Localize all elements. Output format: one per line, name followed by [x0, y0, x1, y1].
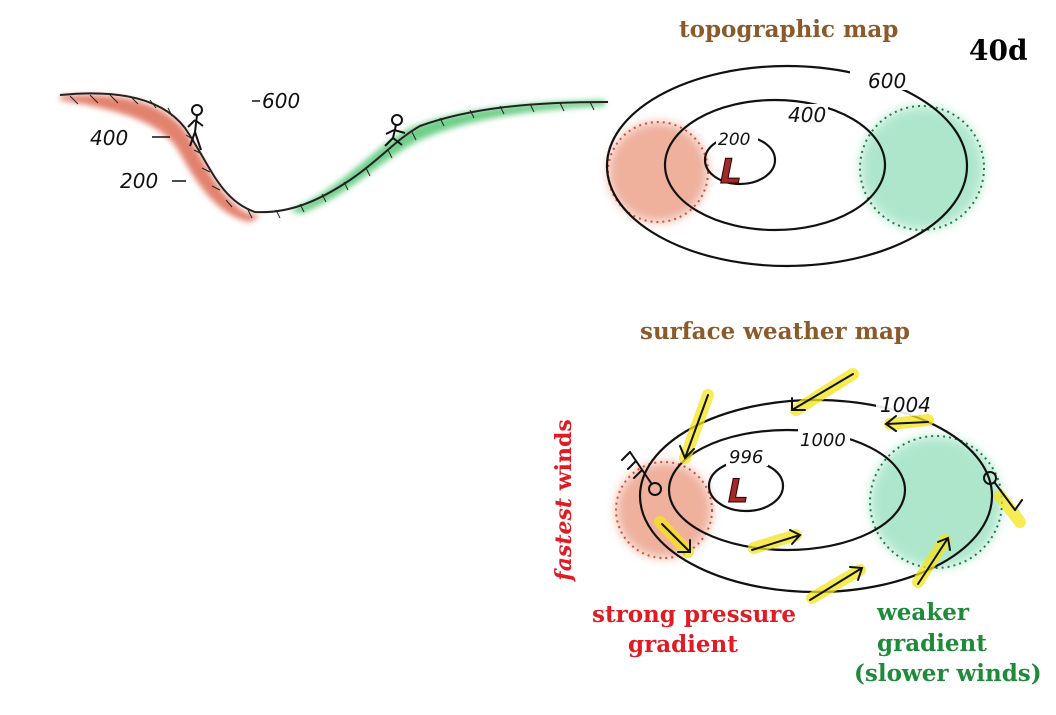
- wind-arrows: [621, 368, 1026, 604]
- surface-weather-map-title: surface weather map: [640, 318, 910, 345]
- weaker-gradient-line3: (slower winds): [854, 660, 1042, 687]
- isobar-label-1004: 1004: [880, 393, 931, 417]
- isobar-label-1000: 1000: [800, 430, 846, 451]
- weaker-gradient-line2: gradient: [877, 630, 987, 657]
- topo-steep-slope-shading: [608, 122, 708, 222]
- topo-gentle-slope-shading: [860, 106, 984, 230]
- topo-label-200: 200: [718, 130, 750, 150]
- strong-gradient-line2: gradient: [628, 631, 738, 658]
- topo-contour-600: [605, 64, 969, 268]
- elevation-600-label: 600: [262, 89, 300, 113]
- elevation-200-label: 200: [120, 169, 158, 193]
- topo-contour-400: [663, 98, 887, 232]
- strong-gradient-line1: strong pressure: [592, 601, 797, 628]
- weaker-gradient-line1: weaker: [877, 599, 970, 626]
- isobar-label-996: 996: [729, 447, 763, 468]
- isobar-1000: [667, 428, 907, 552]
- terrain-profile: 400 200 600: [59, 89, 609, 222]
- terrain-hatching: [69, 94, 595, 219]
- page-label: 40d: [969, 34, 1028, 67]
- topographic-map: 600 400 200 L: [605, 64, 985, 268]
- topo-low-symbol: L: [720, 152, 742, 192]
- terrain-ground-line: [59, 92, 609, 214]
- surface-weather-map: 1004 1000 996 L: [615, 368, 1026, 604]
- topo-label-600: 600: [868, 69, 906, 93]
- topographic-map-title: topographic map: [679, 16, 899, 43]
- hiker-left-figure: [187, 104, 204, 151]
- topo-label-400: 400: [788, 103, 826, 127]
- terrain-green-shading: [290, 100, 605, 214]
- terrain-red-shading: [60, 94, 260, 222]
- hiker-right-figure: [384, 114, 406, 147]
- surface-weak-gradient-shading: [870, 436, 1002, 568]
- surface-low-symbol: L: [728, 472, 748, 510]
- elevation-400-label: 400: [90, 126, 128, 150]
